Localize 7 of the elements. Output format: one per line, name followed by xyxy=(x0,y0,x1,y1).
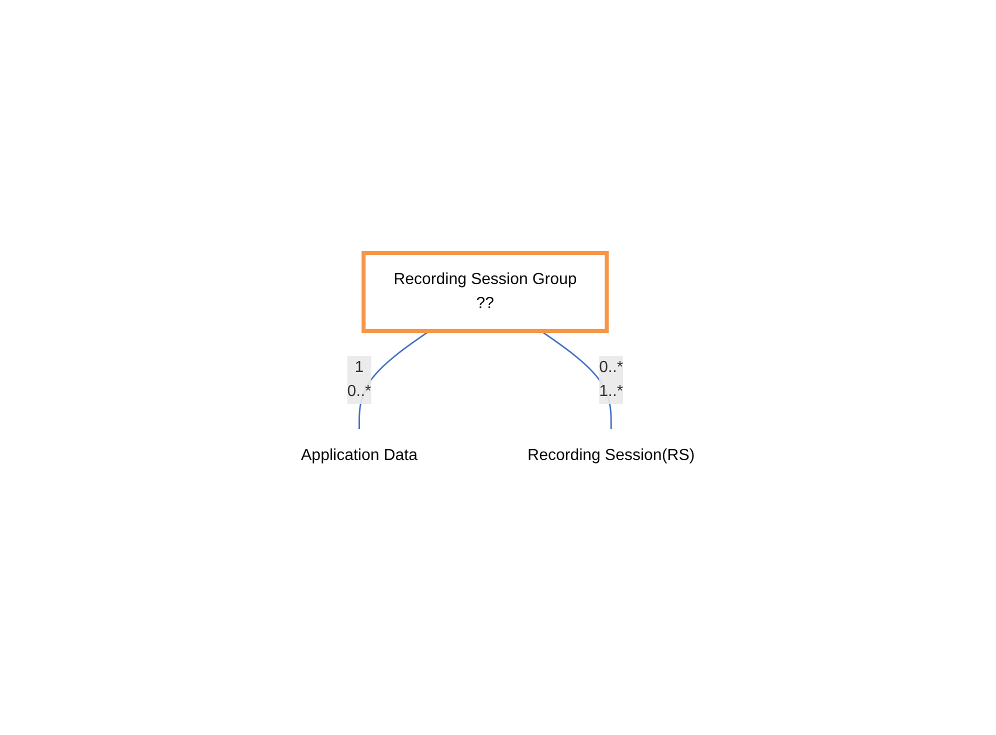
label: 0..* xyxy=(347,382,372,400)
label: 1..* xyxy=(599,382,624,400)
label: 0..* xyxy=(599,358,624,376)
label: 1 xyxy=(354,358,364,376)
node-text: Application Data xyxy=(301,446,418,464)
node-box: Recording Session Group ?? xyxy=(362,250,609,332)
node-text: Recording Session(RS) xyxy=(528,446,695,464)
